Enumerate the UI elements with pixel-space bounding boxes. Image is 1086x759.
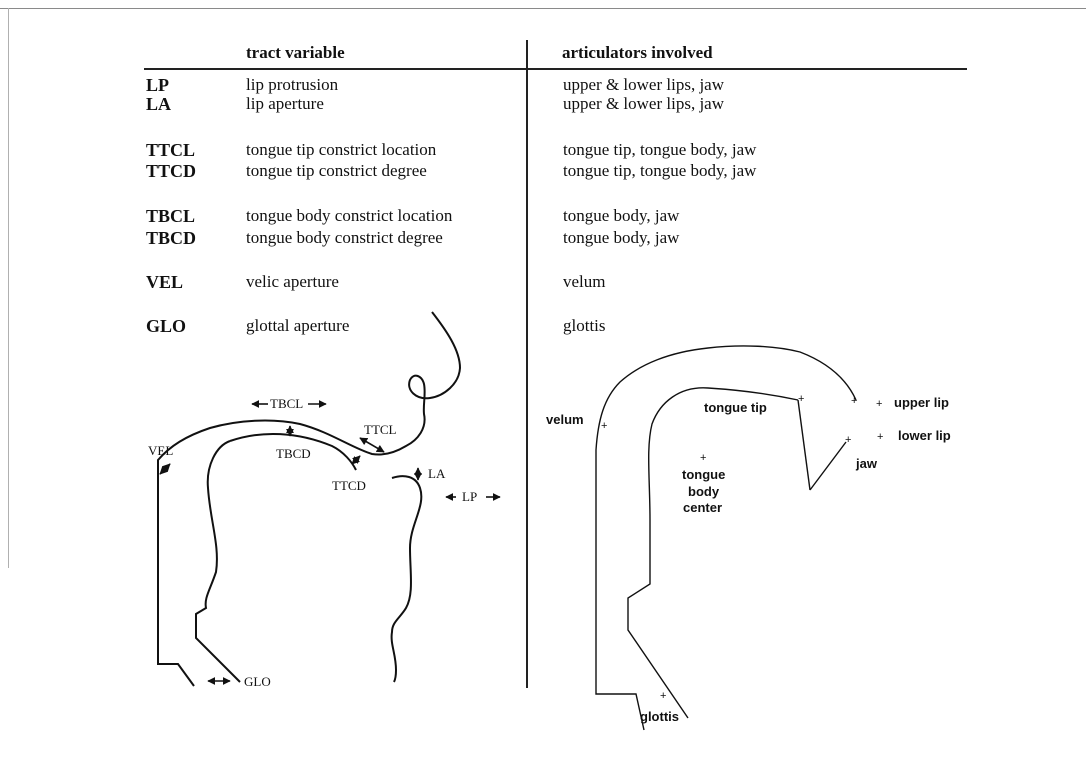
lower-lip-marker: + — [877, 431, 883, 443]
label-glo: GLO — [244, 674, 271, 689]
label-tongue-body-center-line3: center — [683, 500, 722, 515]
upper-lip-point: + — [851, 395, 857, 407]
tongue-tip-point: + — [798, 393, 804, 405]
label-tongue-body-center-line1: tongue — [682, 467, 725, 482]
label-tbcl: TBCL — [270, 396, 303, 411]
label-la: LA — [428, 466, 446, 481]
label-glottis: glottis — [640, 709, 679, 724]
tongue-tip-edge — [798, 400, 810, 490]
label-velum: velum — [546, 412, 584, 427]
inner-tract-outline — [628, 388, 798, 718]
label-ttcl: TTCL — [364, 422, 397, 437]
lower-lip-point: + — [845, 434, 851, 446]
ttcd-arrow — [352, 456, 360, 464]
upper-tract-outline — [158, 312, 460, 686]
velum-point: + — [601, 420, 607, 432]
jaw-line — [810, 442, 846, 490]
left-vocal-tract-diagram — [158, 312, 460, 686]
label-tbcd: TBCD — [276, 446, 311, 461]
right-diagram-points: + + + + + + + + — [601, 393, 883, 702]
label-lower-lip: lower lip — [898, 428, 951, 443]
label-tongue-body-center-line2: body — [688, 484, 720, 499]
glottis-point: + — [660, 690, 666, 702]
right-diagram-labels: velum tongue tip upper lip lower lip jaw… — [546, 395, 951, 724]
tongue-outline — [196, 441, 240, 682]
label-jaw: jaw — [855, 456, 878, 471]
label-upper-lip: upper lip — [894, 395, 949, 410]
label-lp: LP — [462, 489, 477, 504]
label-ttcd: TTCD — [332, 478, 366, 493]
label-vel: VEL — [148, 443, 173, 458]
lower-lip-outline — [392, 476, 422, 682]
vel-arrow — [160, 464, 170, 474]
upper-lip-marker: + — [876, 398, 882, 410]
label-tongue-tip: tongue tip — [704, 400, 767, 415]
tongue-body-center-point: + — [700, 452, 706, 464]
